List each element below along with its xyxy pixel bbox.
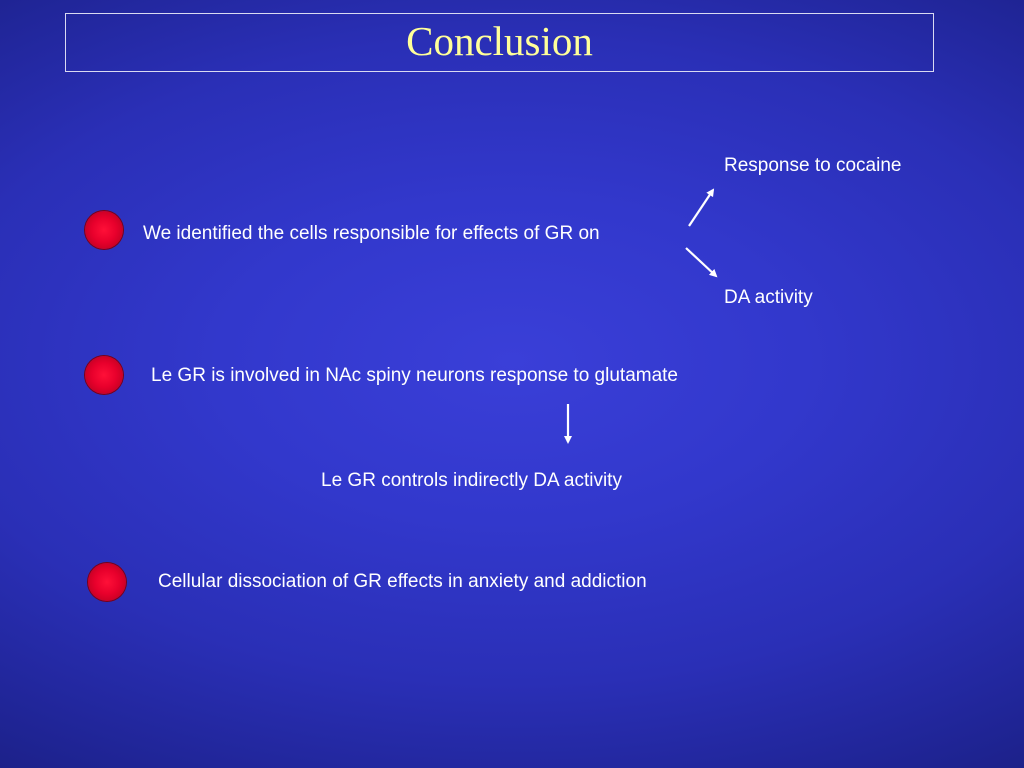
bullet-icon <box>88 563 126 601</box>
arrow-up-right-icon <box>688 188 715 227</box>
title-box: Conclusion <box>65 13 934 72</box>
bullet-icon <box>85 356 123 394</box>
branch-top-label: Response to cocaine <box>724 155 902 176</box>
item-2-text: Le GR is involved in NAc spiny neurons r… <box>151 365 678 386</box>
slide-title: Conclusion <box>406 18 593 64</box>
item-3-text: Cellular dissociation of GR effects in a… <box>158 571 647 592</box>
branch-bottom-label: DA activity <box>724 287 813 308</box>
bullet-icon <box>85 211 123 249</box>
item-1-text: We identified the cells responsible for … <box>143 223 600 244</box>
arrow-down-right-icon <box>685 247 718 278</box>
result-text: Le GR controls indirectly DA activity <box>321 470 622 491</box>
